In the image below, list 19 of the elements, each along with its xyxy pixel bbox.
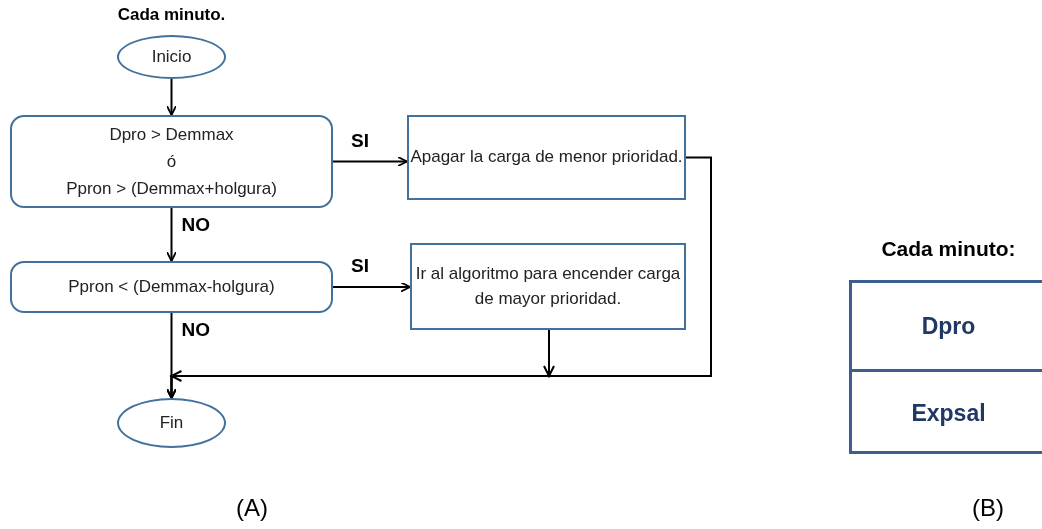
terminal-oval: Inicio (117, 35, 226, 79)
edge-label: SI (351, 129, 369, 152)
edge-label: NO (181, 214, 210, 236)
process-box: Ir al algoritmo para encender carga de mayor prioridad. (410, 243, 686, 330)
condition-text: Dpro > Demmax (109, 123, 234, 146)
panel-label: (B) (972, 494, 1004, 522)
process-box: Apagar la carga de menor prioridad. (407, 115, 686, 200)
condition-text: Ppron > (Demmax+holgura) (66, 178, 277, 201)
decision-box: Ppron < (Demmax-holgura) (10, 261, 333, 313)
edge-label: SI (351, 255, 369, 277)
decision-box (10, 115, 333, 208)
table-cell: Expsal (852, 369, 1042, 455)
condition-text: ó (166, 150, 177, 173)
table-cell: Dpro (852, 283, 1042, 369)
panel-label: (A) (236, 494, 268, 522)
terminal-oval: Fin (117, 398, 226, 448)
table-heading: Cada minuto: (880, 236, 1017, 262)
node-caption: Cada minuto. (116, 5, 227, 25)
edge-label: NO (181, 319, 210, 341)
